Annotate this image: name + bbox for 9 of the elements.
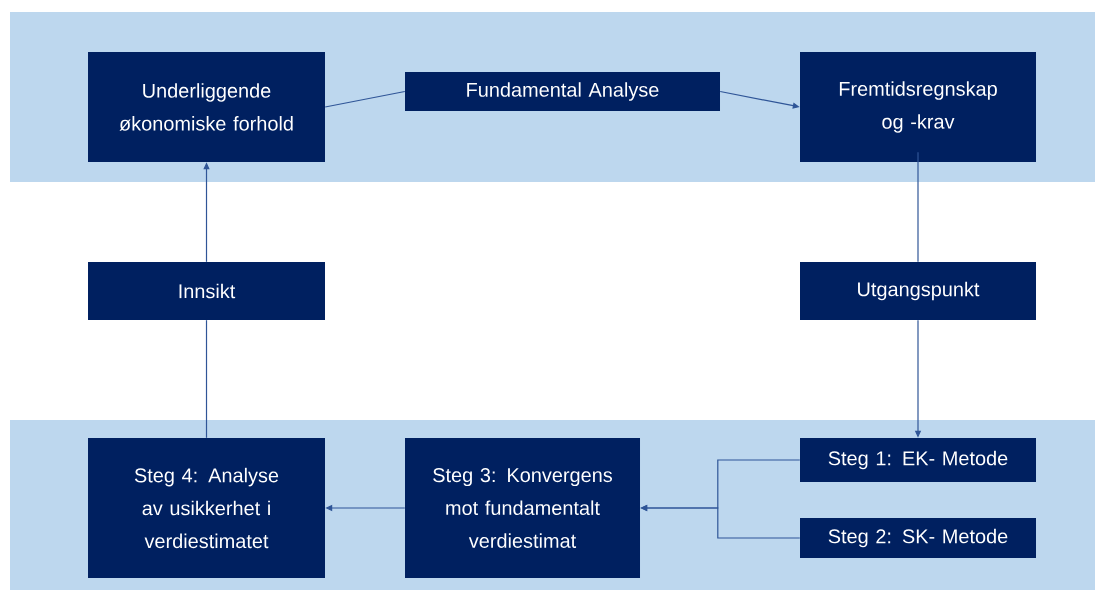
process-box: Underliggende økonomiske forhold bbox=[88, 52, 325, 162]
process-box: Innsikt bbox=[88, 262, 325, 320]
process-box: Fremtidsregnskap og -krav bbox=[800, 52, 1036, 162]
process-box: Steg 2: SK- Metode bbox=[800, 518, 1036, 558]
process-box: Fundamental Analyse bbox=[405, 72, 720, 111]
process-box: Steg 4: Analyse av usikkerhet i verdiestimatet bbox=[88, 438, 325, 578]
process-box: Steg 1: EK- Metode bbox=[800, 438, 1036, 482]
process-box: Steg 3: Konvergens mot fundamentalt verdiestimat bbox=[405, 438, 640, 578]
process-box: Utgangspunkt bbox=[800, 262, 1036, 320]
